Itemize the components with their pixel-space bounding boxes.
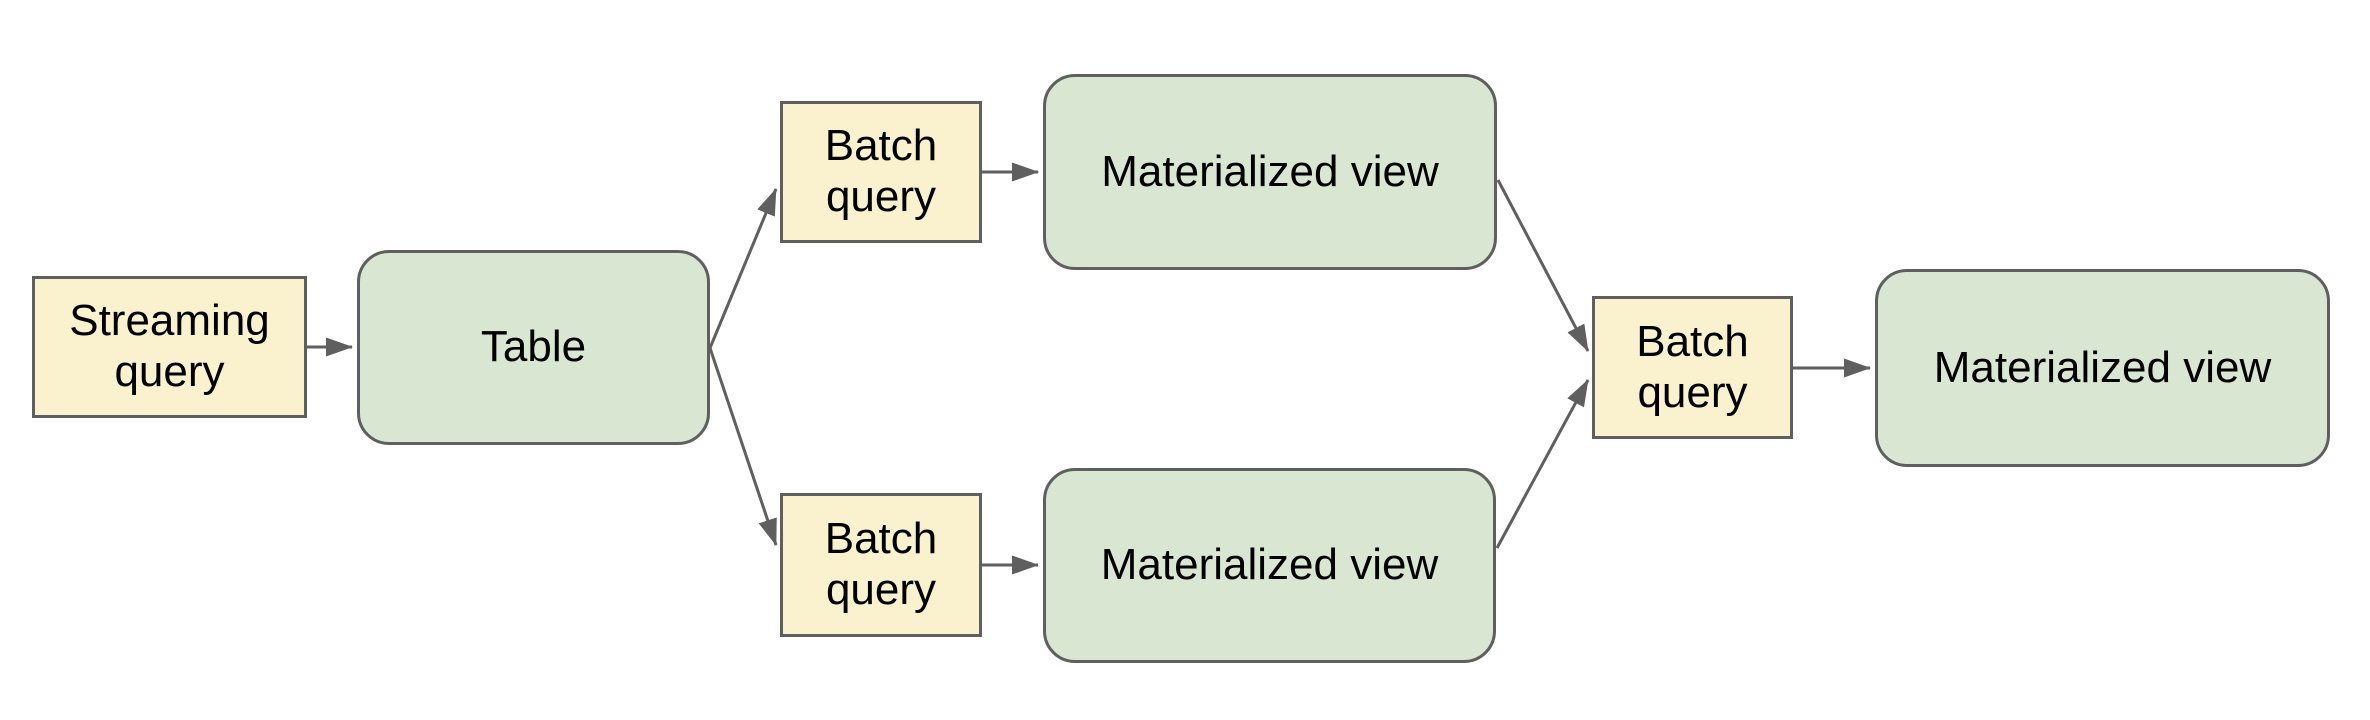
edge-materialized-view-bottom-to-batch-query-right (1495, 379, 1590, 549)
node-streaming-query: Streaming query (32, 276, 307, 418)
node-batch-query-right: Batch query (1592, 296, 1793, 439)
edge-table-to-batch-query-bottom (708, 347, 778, 546)
node-materialized-view-bottom-label: Materialized view (1100, 540, 1439, 590)
node-materialized-view-bottom: Materialized view (1043, 468, 1496, 663)
node-materialized-view-right-label: Materialized view (1933, 342, 2272, 392)
node-materialized-view-right: Materialized view (1875, 269, 2330, 467)
edge-table-to-batch-query-top (708, 188, 778, 349)
node-batch-query-bottom: Batch query (780, 493, 982, 637)
node-streaming-query-label: Streaming query (69, 296, 270, 396)
node-batch-query-bottom-label: Batch query (824, 514, 938, 614)
node-table: Table (357, 250, 710, 445)
node-materialized-view-top-label: Materialized view (1101, 146, 1439, 196)
node-batch-query-top-label: Batch query (824, 121, 938, 221)
node-materialized-view-top: Materialized view (1043, 74, 1497, 270)
node-batch-query-top: Batch query (780, 101, 982, 243)
node-table-label: Table (480, 322, 587, 372)
node-batch-query-right-label: Batch query (1636, 316, 1749, 417)
edge-materialized-view-top-to-batch-query-right (1496, 179, 1590, 352)
